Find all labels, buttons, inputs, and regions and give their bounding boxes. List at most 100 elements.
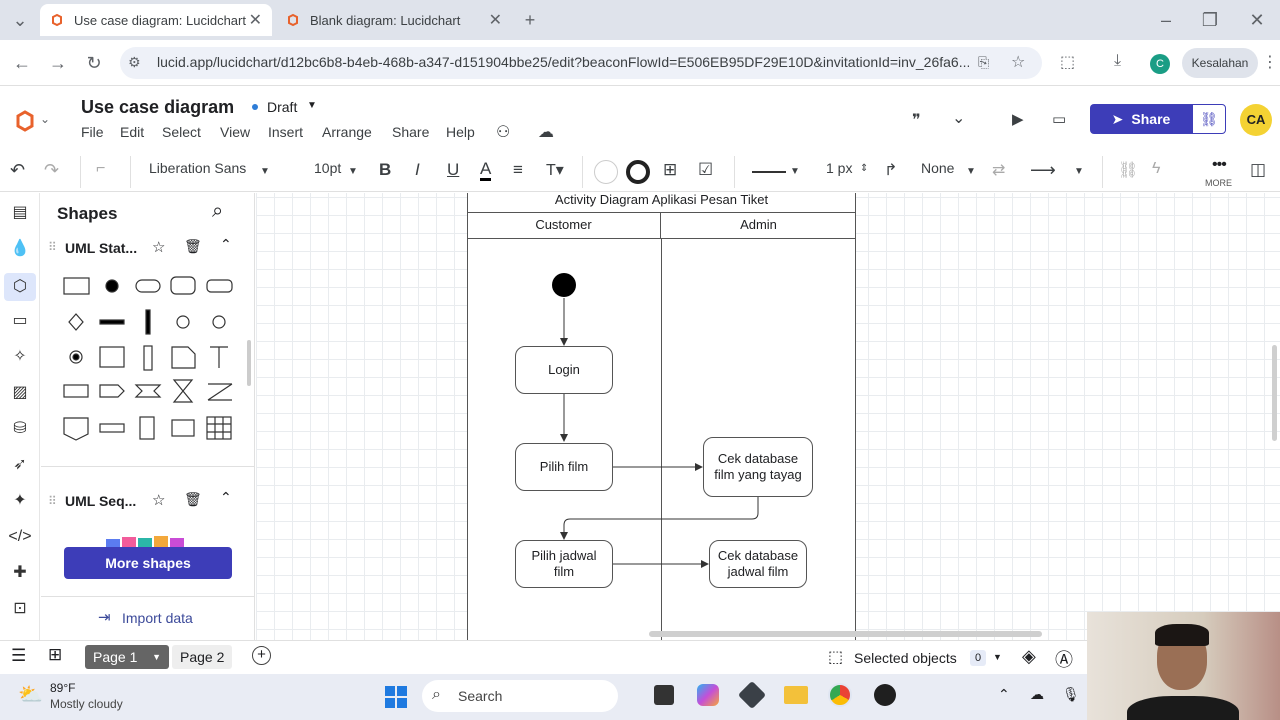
menu-share[interactable]: Share	[392, 124, 430, 140]
window-close-icon[interactable]: ✕	[1249, 10, 1265, 30]
font-size-select[interactable]: 10pt	[314, 160, 342, 176]
weather-temperature[interactable]: 89°F	[50, 681, 76, 695]
download-icon[interactable]: ⤓	[1114, 52, 1122, 69]
tab-close-icon[interactable]: ✕	[248, 12, 262, 29]
link-icon[interactable]: ⛓	[1118, 162, 1139, 179]
drag-handle-icon[interactable]: ⠿	[48, 494, 57, 508]
data-icon[interactable]: ⛁	[13, 420, 27, 437]
translate-icon[interactable]: ⎘	[978, 54, 990, 70]
layers-icon[interactable]: ◈	[1022, 646, 1036, 666]
url-text[interactable]: lucid.app/lucidchart/d12bc6b8-b4eb-468b-…	[157, 54, 969, 70]
comments-icon[interactable]: ❞	[912, 112, 921, 129]
copilot-icon[interactable]	[697, 684, 719, 706]
draft-status[interactable]: Draft	[267, 99, 298, 115]
favorite-star-icon[interactable]: ☆	[152, 239, 166, 256]
tab-close-icon[interactable]: ✕	[488, 12, 502, 29]
templates-icon[interactable]: ▭	[12, 312, 28, 329]
collapse-chevron-icon[interactable]: ⌃	[220, 489, 232, 505]
align-icon[interactable]: ≡	[513, 160, 523, 179]
file-explorer-icon[interactable]	[784, 686, 808, 704]
tab-search-icon[interactable]: ⌄	[12, 10, 28, 30]
navigate-icon[interactable]: Ⓐ	[1055, 650, 1073, 670]
shape-lifeline[interactable]	[143, 345, 153, 371]
shapes-icon[interactable]: ⬡	[4, 273, 36, 301]
shape-rounded-state[interactable]	[135, 279, 161, 293]
arrow-end-caret-icon[interactable]: ▼	[1074, 166, 1084, 177]
microphone-icon[interactable]: 🎙	[1062, 686, 1080, 702]
shape-text[interactable]	[210, 346, 228, 368]
bookmark-star-icon[interactable]: ☆	[1011, 54, 1026, 71]
text-options-icon[interactable]: T▾	[546, 162, 564, 179]
library-uml-state-title[interactable]: UML Stat...	[65, 240, 138, 256]
search-icon[interactable]: ⌕	[212, 200, 224, 222]
tray-cloud-icon[interactable]: ☁	[1030, 686, 1044, 702]
shape-table-grid[interactable]	[206, 416, 232, 440]
bold-icon[interactable]: B	[379, 160, 392, 179]
magic-wand-icon[interactable]: ✧	[13, 348, 27, 365]
minimize-icon[interactable]: –	[1160, 10, 1171, 30]
drag-handle-icon[interactable]: ⠿	[48, 240, 57, 254]
menu-view[interactable]: View	[220, 124, 251, 140]
feature-icon[interactable]: ⚇	[496, 124, 511, 141]
menu-help[interactable]: Help	[446, 124, 475, 140]
underline-icon[interactable]: U	[447, 160, 460, 179]
menu-arrange[interactable]: Arrange	[322, 124, 372, 140]
copy-link-button[interactable]: ⛓	[1192, 104, 1226, 134]
chrome-icon[interactable]	[828, 683, 852, 707]
panel-scrollbar[interactable]	[247, 340, 251, 386]
activity-pilih-jadwal-film[interactable]: Pilih jadwal film	[515, 540, 613, 588]
shape-decision[interactable]	[68, 313, 84, 331]
lane-header-admin[interactable]: Admin	[661, 213, 856, 239]
shape-action-state[interactable]	[206, 279, 233, 293]
shape-hourglass[interactable]	[172, 379, 194, 403]
shape-history[interactable]	[212, 315, 226, 329]
shape-note[interactable]	[171, 346, 196, 369]
page-list-icon[interactable]: ☰	[11, 646, 27, 665]
connector-style-icon[interactable]: ↱	[884, 162, 898, 179]
video-icon[interactable]: ▭	[1052, 111, 1067, 128]
browser-menu-icon[interactable]: ⋮	[1262, 54, 1278, 71]
tab-page-2[interactable]: Page 2	[172, 645, 232, 669]
chevron-down-icon[interactable]: ⌄	[952, 110, 966, 127]
shape-object[interactable]	[99, 346, 125, 368]
lane-header-customer[interactable]: Customer	[467, 213, 661, 239]
shape-send-signal[interactable]	[99, 384, 125, 398]
forward-icon[interactable]: →	[49, 53, 67, 73]
weather-icon[interactable]: ⛅	[18, 684, 43, 706]
code-icon[interactable]: </>	[8, 528, 32, 545]
shape-state-tile[interactable]	[63, 277, 90, 295]
page-1-caret-icon[interactable]: ▼	[152, 652, 161, 662]
more-label[interactable]: MORE	[1205, 178, 1232, 188]
user-avatar[interactable]: CA	[1240, 104, 1272, 136]
menu-insert[interactable]: Insert	[268, 124, 304, 140]
menu-select[interactable]: Select	[162, 124, 201, 140]
favorite-star-icon[interactable]: ☆	[152, 492, 166, 509]
more-shapes-button[interactable]: More shapes	[64, 547, 232, 579]
lightning-icon[interactable]: ϟ	[1152, 160, 1161, 177]
rocket-icon[interactable]: ➶	[13, 456, 27, 473]
tab-use-case-diagram[interactable]: Use case diagram: Lucidchart ✕	[40, 4, 272, 36]
task-view-icon[interactable]	[654, 685, 674, 705]
ai-sparkle-icon[interactable]: ✦	[13, 492, 27, 509]
shape-pin[interactable]	[63, 417, 89, 441]
shape-composite-state[interactable]	[170, 276, 196, 295]
site-info-icon[interactable]: ⚙	[128, 54, 141, 70]
integrations-icon[interactable]: ✚	[13, 564, 27, 581]
shape-interrupt[interactable]	[207, 383, 233, 401]
tray-chevron-up-icon[interactable]: ⌃	[998, 686, 1010, 702]
shape-options-icon[interactable]: ☑	[698, 160, 714, 179]
italic-icon[interactable]: I	[415, 160, 420, 179]
shape-table-small[interactable]	[171, 419, 195, 437]
line-width-select[interactable]: 1 px	[826, 160, 853, 176]
add-page-icon[interactable]: +	[252, 646, 271, 665]
document-title[interactable]: Use case diagram	[81, 97, 235, 117]
delete-trash-icon[interactable]: 🗑	[184, 238, 202, 254]
weather-description[interactable]: Mostly cloudy	[50, 697, 123, 711]
menu-file[interactable]: File	[81, 124, 104, 140]
image-icon[interactable]: ▨	[12, 384, 28, 401]
obs-icon[interactable]	[874, 684, 896, 706]
font-select[interactable]: Liberation Sans	[149, 160, 247, 176]
format-painter-icon[interactable]: ⌐	[96, 160, 106, 177]
cloud-saved-icon[interactable]: ☁	[538, 124, 554, 141]
selected-caret-icon[interactable]: ▼	[993, 652, 1002, 662]
